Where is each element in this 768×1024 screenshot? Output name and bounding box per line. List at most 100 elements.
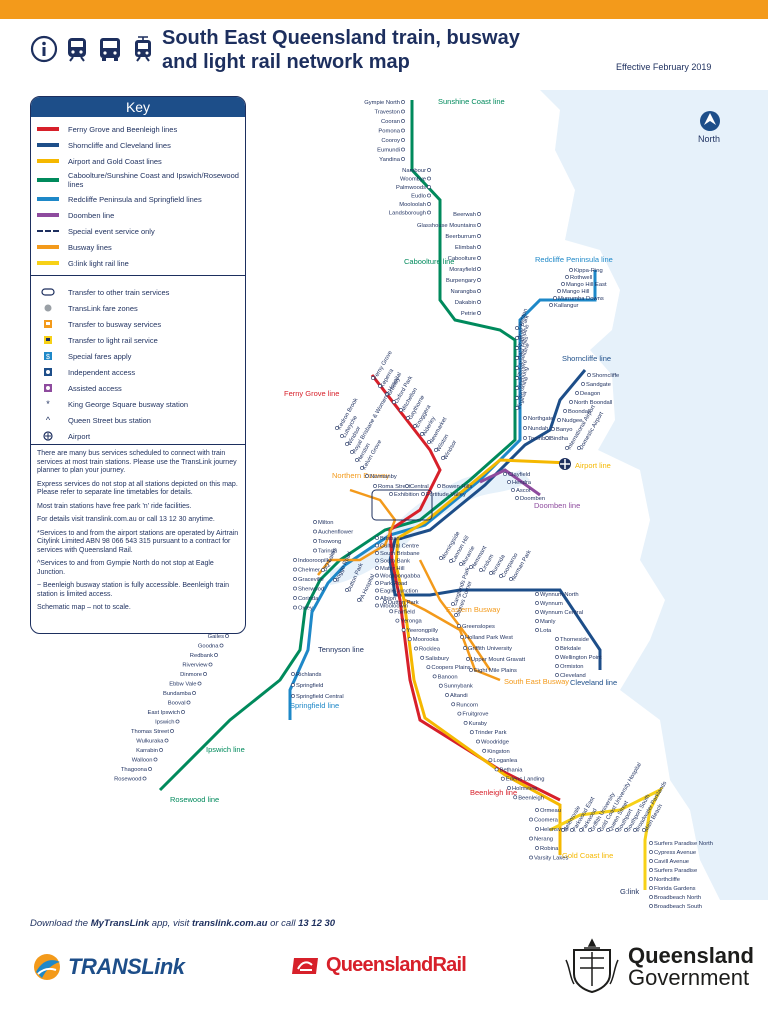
- station-label[interactable]: Toowong: [318, 539, 341, 545]
- station-marker[interactable]: [555, 637, 559, 641]
- station-marker[interactable]: [439, 556, 443, 560]
- station-label[interactable]: Holland Park West: [465, 635, 513, 641]
- station-marker[interactable]: [399, 408, 403, 412]
- station-marker[interactable]: [477, 234, 481, 238]
- station-label[interactable]: Elimbah: [455, 245, 476, 251]
- station-marker[interactable]: [515, 376, 519, 380]
- station-label[interactable]: Surfers Paradise North: [654, 841, 713, 847]
- station-marker[interactable]: [624, 828, 628, 832]
- station-label[interactable]: Upper Mount Gravatt: [471, 657, 526, 663]
- station-marker[interactable]: [463, 721, 468, 725]
- station-marker[interactable]: [378, 384, 382, 388]
- station-marker[interactable]: [569, 400, 573, 404]
- station-marker[interactable]: [561, 828, 565, 832]
- station-marker[interactable]: [500, 776, 505, 781]
- station-label[interactable]: Taringa: [318, 549, 338, 555]
- station-label[interactable]: Landsborough: [389, 211, 426, 217]
- station-marker[interactable]: [477, 311, 481, 315]
- station-marker[interactable]: [477, 278, 481, 282]
- station-marker[interactable]: [535, 827, 539, 831]
- station-marker[interactable]: [427, 202, 431, 206]
- station-marker[interactable]: [545, 436, 549, 440]
- station-label[interactable]: Eumundi: [377, 148, 400, 154]
- station-label[interactable]: Gympie North: [364, 100, 400, 106]
- station-marker[interactable]: [507, 480, 511, 484]
- station-label[interactable]: Woolloongabba: [380, 574, 421, 580]
- station-marker[interactable]: [633, 828, 637, 832]
- station-marker[interactable]: [441, 456, 445, 460]
- station-label[interactable]: Sandgate: [586, 382, 611, 388]
- station-marker[interactable]: [570, 828, 574, 832]
- station-marker[interactable]: [375, 596, 379, 600]
- station-marker[interactable]: [563, 409, 567, 413]
- station-marker[interactable]: [291, 694, 295, 698]
- station-marker[interactable]: [529, 836, 533, 841]
- station-marker[interactable]: [321, 568, 325, 572]
- station-marker[interactable]: [535, 846, 539, 850]
- station-marker[interactable]: [420, 432, 424, 436]
- station-marker[interactable]: [383, 600, 387, 604]
- station-marker[interactable]: [225, 634, 229, 638]
- station-marker[interactable]: [503, 472, 507, 476]
- station-marker[interactable]: [523, 436, 527, 440]
- station-marker[interactable]: [293, 596, 297, 600]
- station-marker[interactable]: [494, 767, 499, 772]
- station-marker[interactable]: [555, 646, 559, 650]
- station-marker[interactable]: [579, 828, 583, 832]
- station-label[interactable]: South Bank: [380, 559, 410, 565]
- station-label[interactable]: Northcliffe: [654, 877, 680, 883]
- station-marker[interactable]: [488, 758, 493, 763]
- station-marker[interactable]: [477, 300, 481, 304]
- station-label[interactable]: Wooloowin: [380, 604, 408, 610]
- station-label[interactable]: Cooran: [381, 119, 400, 125]
- station-marker[interactable]: [499, 574, 503, 578]
- station-label[interactable]: East Ipswich: [147, 710, 180, 716]
- station-label[interactable]: Altandi: [450, 693, 468, 699]
- station-label[interactable]: Murrumba Downs: [558, 296, 604, 302]
- station-marker[interactable]: [529, 817, 533, 822]
- station-label[interactable]: Indooroopilly: [298, 558, 331, 564]
- station-label[interactable]: Cooroy: [381, 138, 400, 144]
- station-label[interactable]: South Brisbane: [380, 551, 420, 557]
- station-label[interactable]: Bindha: [550, 436, 569, 442]
- station-label[interactable]: Petrie: [461, 311, 476, 317]
- station-label[interactable]: Pomona: [378, 129, 400, 135]
- station-label[interactable]: Exhibition: [394, 492, 419, 498]
- station-marker[interactable]: [203, 672, 207, 676]
- station-marker[interactable]: [291, 683, 295, 687]
- station-marker[interactable]: [479, 568, 483, 572]
- station-label[interactable]: Cultural Centre: [380, 544, 419, 550]
- station-label[interactable]: Fairfield: [394, 609, 415, 615]
- station-label[interactable]: Coomera: [534, 818, 559, 824]
- station-marker[interactable]: [515, 386, 519, 390]
- station-marker[interactable]: [340, 434, 344, 438]
- station-label[interactable]: Surfers Paradise: [654, 868, 697, 874]
- station-marker[interactable]: [459, 562, 463, 566]
- station-label[interactable]: Nundah: [528, 426, 548, 432]
- station-marker[interactable]: [375, 543, 379, 548]
- station-marker[interactable]: [293, 586, 297, 591]
- station-marker[interactable]: [345, 442, 349, 446]
- station-label[interactable]: Wulkuraka: [136, 739, 164, 745]
- station-label[interactable]: Cavill Avenue: [654, 859, 689, 865]
- station-marker[interactable]: [401, 100, 405, 104]
- station-marker[interactable]: [555, 664, 559, 668]
- station-marker[interactable]: [477, 267, 481, 271]
- station-marker[interactable]: [153, 757, 158, 762]
- station-marker[interactable]: [577, 446, 581, 450]
- station-marker[interactable]: [427, 210, 431, 215]
- station-marker[interactable]: [642, 828, 646, 832]
- station-marker[interactable]: [649, 859, 653, 863]
- station-label[interactable]: Dakabin: [455, 300, 476, 306]
- station-label[interactable]: Park Road: [380, 581, 407, 587]
- station-marker[interactable]: [588, 828, 592, 832]
- footer-phone[interactable]: 13 12 30: [298, 918, 336, 929]
- station-marker[interactable]: [371, 376, 375, 380]
- station-marker[interactable]: [181, 710, 185, 714]
- station-marker[interactable]: [373, 484, 377, 488]
- station-marker[interactable]: [649, 904, 653, 908]
- station-marker[interactable]: [449, 559, 453, 563]
- station-marker[interactable]: [561, 282, 565, 286]
- station-label[interactable]: Booval: [168, 701, 186, 707]
- station-marker[interactable]: [507, 786, 511, 790]
